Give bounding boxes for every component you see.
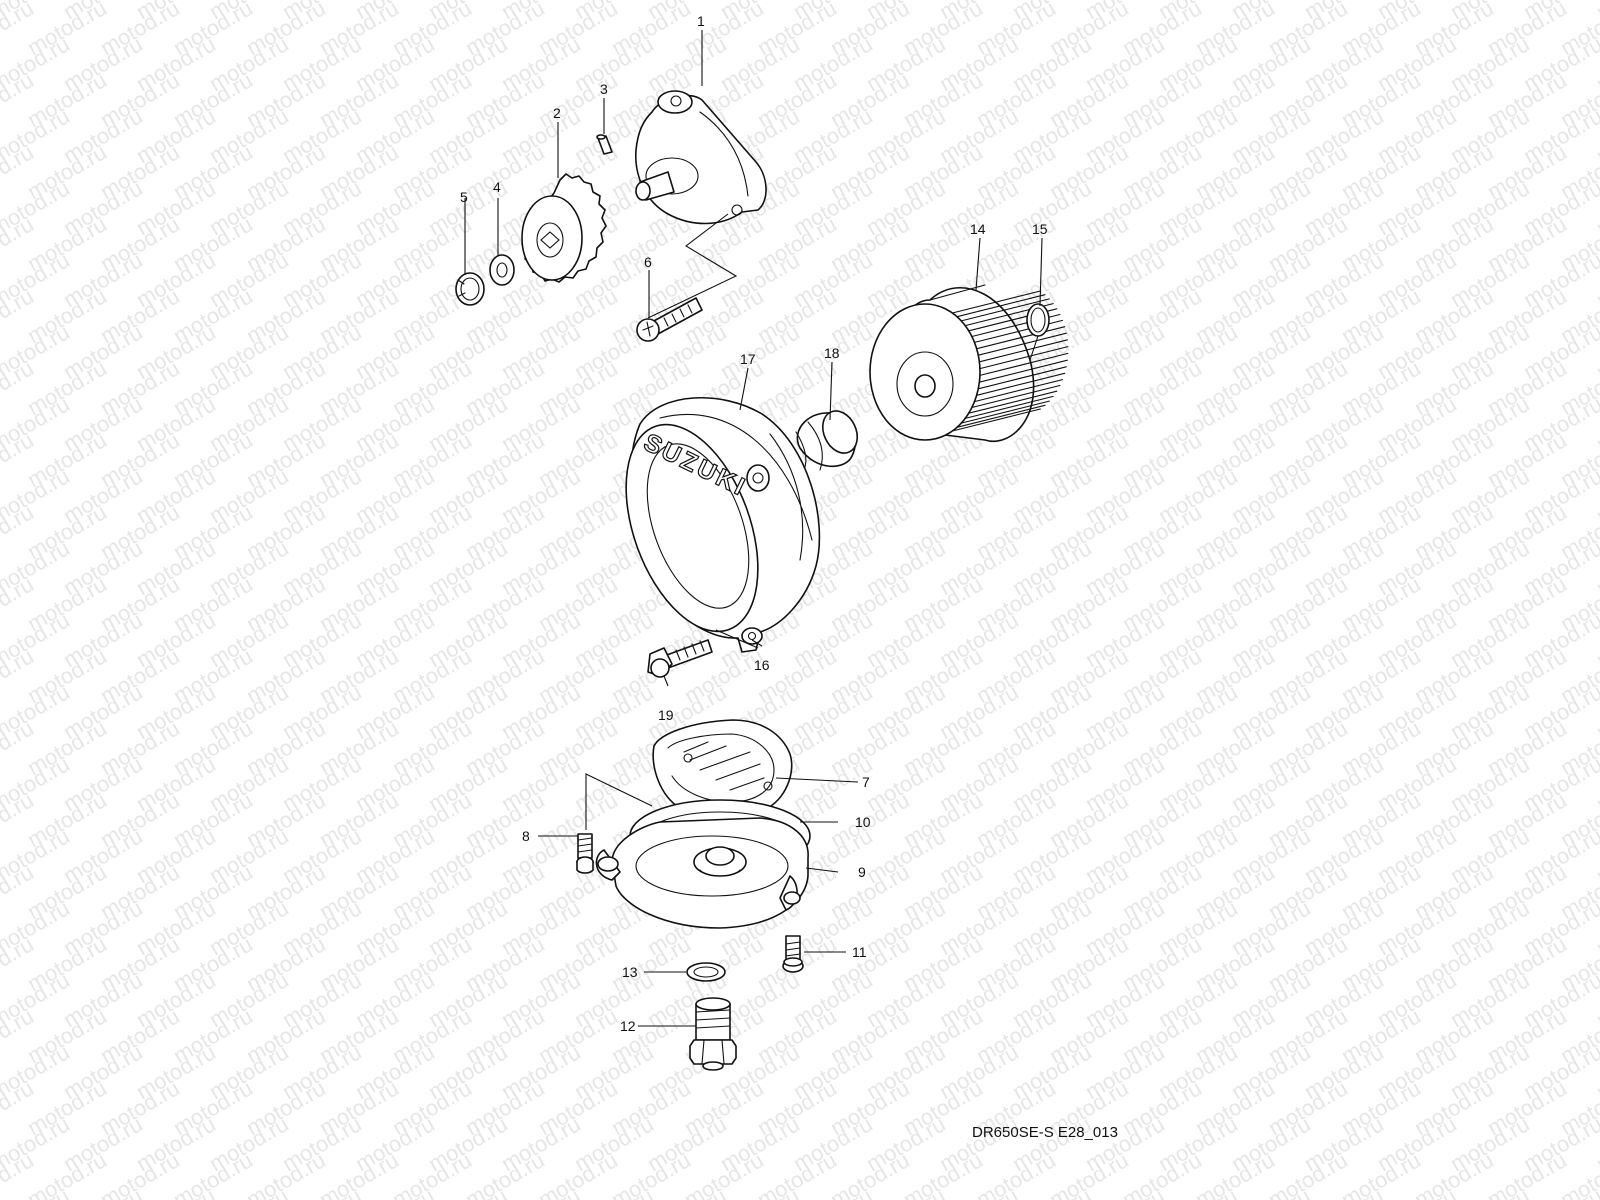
callout-8: 8: [522, 828, 530, 844]
callout-5: 5: [460, 189, 468, 205]
diagram-caption: DR650SE-S E28_013: [972, 1124, 1118, 1141]
callout-16: 16: [754, 657, 770, 673]
part-11-screw: [782, 935, 804, 973]
callout-7: 7: [862, 774, 870, 790]
callout-18: 18: [824, 345, 840, 361]
callout-15: 15: [1032, 221, 1048, 237]
callout-3: 3: [600, 81, 608, 97]
callout-13: 13: [622, 964, 638, 980]
part-15-o-ring: [1026, 303, 1050, 337]
callout-17: 17: [740, 351, 756, 367]
callout-6: 6: [644, 254, 652, 270]
callout-12: 12: [620, 1018, 636, 1034]
callout-9: 9: [858, 864, 866, 880]
part-5-circlip: [455, 272, 485, 306]
part-8-bolt: [576, 833, 594, 874]
part-1-oil-pump-body: [635, 90, 767, 225]
callout-11: 11: [852, 944, 867, 960]
callout-10: 10: [855, 814, 871, 830]
callout-4: 4: [493, 179, 501, 195]
callout-2: 2: [553, 105, 561, 121]
callout-14: 14: [970, 221, 986, 237]
part-4-washer: [489, 254, 515, 286]
callout-19: 19: [658, 707, 674, 723]
part-12-drain-plug: [689, 997, 737, 1071]
part-2-pump-gear: [521, 173, 607, 283]
callout-1: 1: [697, 13, 705, 29]
part-13-washer: [686, 962, 726, 982]
